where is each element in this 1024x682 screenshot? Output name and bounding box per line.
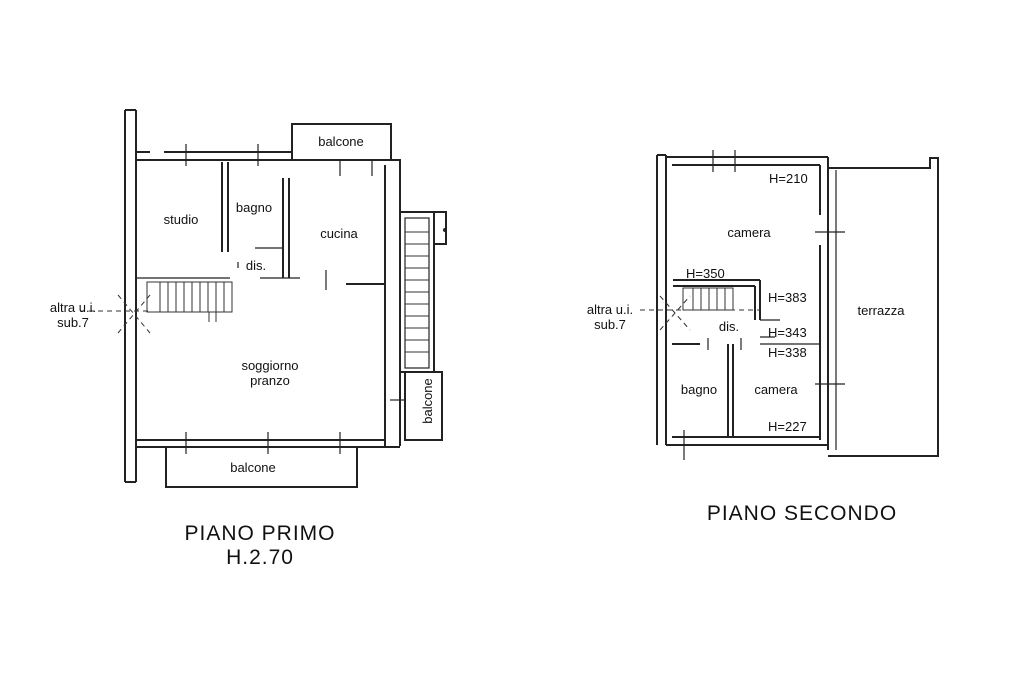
- soggiorno-label: soggiorno: [241, 358, 298, 373]
- height-338-label: H=338: [768, 345, 807, 360]
- piano-secondo-title: PIANO SECONDO: [707, 502, 897, 525]
- piano-primo-height: H.2.70: [226, 546, 294, 569]
- piano-primo-plan: [80, 109, 447, 488]
- bagno-label: bagno: [236, 200, 272, 215]
- dis-label-2: dis.: [719, 319, 739, 334]
- dis-label: dis.: [246, 258, 266, 273]
- cucina-label: cucina: [320, 226, 358, 241]
- camera-top-label: camera: [727, 225, 771, 240]
- piano-primo-title: PIANO PRIMO: [184, 522, 335, 545]
- pranzo-label: pranzo: [250, 373, 290, 388]
- balcone-right-label: balcone: [420, 378, 435, 424]
- adjacent-unit-label-3: altra u.i.: [587, 302, 633, 317]
- height-227-label: H=227: [768, 419, 807, 434]
- balcone-top-label: balcone: [318, 134, 364, 149]
- camera-bottom-label: camera: [754, 382, 798, 397]
- height-383-label: H=383: [768, 290, 807, 305]
- height-210-label: H=210: [769, 171, 808, 186]
- adjacent-unit-label-2: sub.7: [57, 315, 89, 330]
- adjacent-unit-label-4: sub.7: [594, 317, 626, 332]
- terrazza-label: terrazza: [858, 303, 906, 318]
- studio-label: studio: [164, 212, 199, 227]
- height-350-label: H=350: [686, 266, 725, 281]
- piano-secondo-plan: [640, 150, 939, 460]
- adjacent-unit-label-1: altra u.i.: [50, 300, 96, 315]
- bagno-label-2: bagno: [681, 382, 717, 397]
- height-343-label: H=343: [768, 325, 807, 340]
- balcone-bottom-label: balcone: [230, 460, 276, 475]
